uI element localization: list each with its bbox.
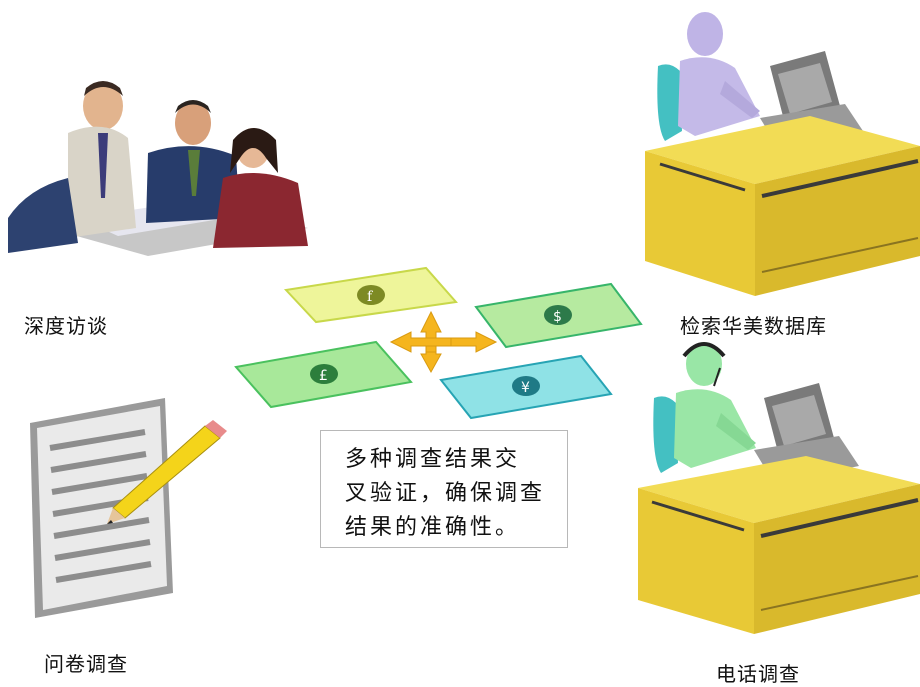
summary-note: 多种调查结果交 叉验证，确保调查 结果的准确性。 [320, 430, 568, 548]
interview-label: 深度访谈 [24, 314, 108, 338]
note-line-2: 叉验证，确保调查 [345, 481, 546, 506]
note-line-3: 结果的准确性。 [345, 515, 521, 540]
svg-text:¥: ¥ [521, 380, 530, 396]
database-workstation-icon [645, 12, 920, 296]
svg-text:$: $ [553, 309, 562, 325]
phone-survey-workstation-icon [638, 342, 920, 634]
questionnaire-label: 问卷调查 [44, 652, 128, 676]
svg-text:£: £ [319, 368, 328, 384]
note-line-1: 多种调查结果交 [345, 447, 521, 472]
phone-survey-label: 电话调查 [716, 662, 800, 686]
meeting-illustration-icon [8, 81, 308, 256]
database-label: 检索华美数据库 [680, 314, 827, 338]
svg-text:f: f [367, 289, 374, 305]
questionnaire-icon [30, 398, 227, 618]
bills-arrows-graphic: f $ £ ¥ [234, 266, 643, 420]
